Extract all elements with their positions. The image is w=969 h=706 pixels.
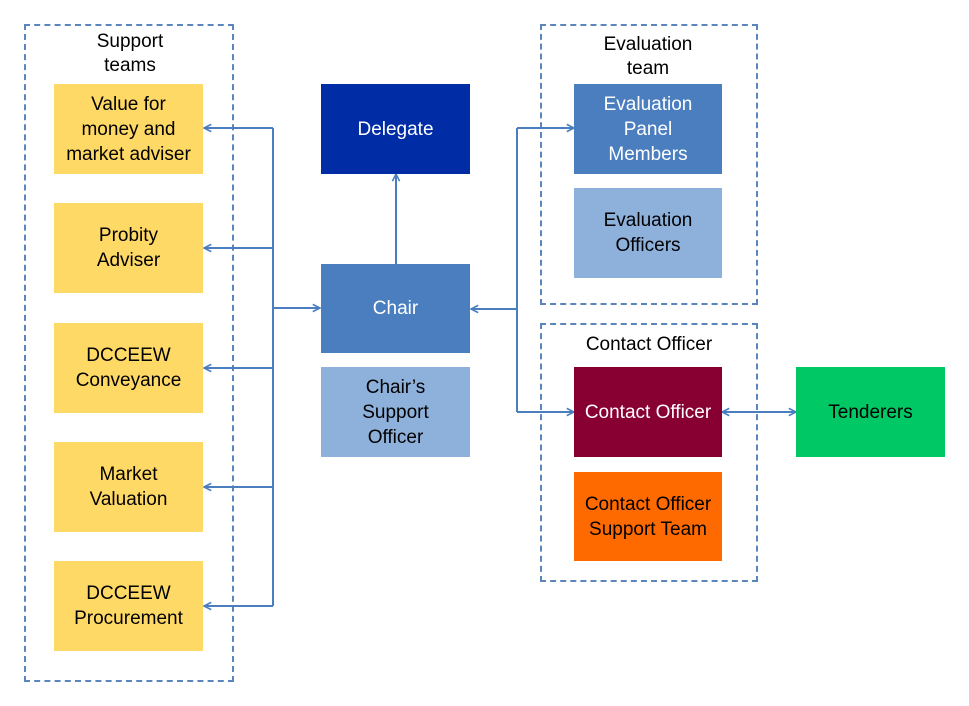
value-for-money-adviser-box: Value for money and market adviser [54, 84, 203, 174]
delegate-box: Delegate [321, 84, 470, 174]
dcceew-procurement-box: DCCEEW Procurement [54, 561, 203, 651]
evaluation-team-title: Evaluation team [603, 34, 693, 79]
dcceew-conveyance-box: DCCEEW Conveyance [54, 323, 203, 413]
chair-box: Chair [321, 264, 470, 353]
support-teams-group [24, 24, 234, 682]
evaluation-panel-members-box: Evaluation Panel Members [574, 84, 722, 174]
chairs-support-officer-box: Chair’s Support Officer [321, 367, 470, 457]
market-valuation-box: Market Valuation [54, 442, 203, 532]
contact-officer-support-team-box: Contact Officer Support Team [574, 472, 722, 561]
contact-officer-group-title: Contact Officer [585, 334, 713, 355]
support-teams-title: Support teams [96, 31, 164, 76]
evaluation-team-group [540, 24, 758, 305]
probity-adviser-box: Probity Adviser [54, 203, 203, 293]
contact-officer-group [540, 323, 758, 582]
contact-officer-box: Contact Officer [574, 367, 722, 457]
evaluation-officers-box: Evaluation Officers [574, 188, 722, 278]
tenderers-box: Tenderers [796, 367, 945, 457]
